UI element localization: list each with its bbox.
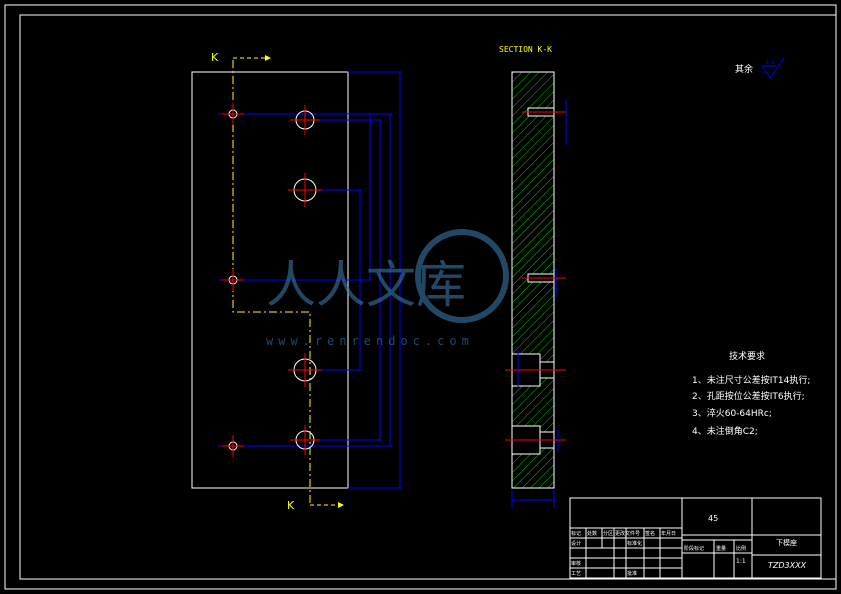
- surface-finish: 其余 3.2: [735, 57, 785, 79]
- tb-header: 处数: [587, 530, 597, 537]
- section-view: SECTION K-K: [499, 45, 567, 508]
- tb-header: 更改文件号: [615, 530, 640, 537]
- tech-requirement-item: 2、孔距按位公差按IT6执行;: [692, 390, 805, 402]
- watermark: 人人文库 www.renrendoc.com: [266, 229, 509, 348]
- tb-header: 年月日: [661, 530, 676, 537]
- tb-scale: 1:1: [736, 558, 746, 565]
- dimension-lines: [359, 72, 401, 488]
- surface-finish-value: 3.2: [765, 59, 775, 66]
- section-centerlines: [505, 111, 566, 441]
- tb-header: 签名: [645, 530, 655, 537]
- tb-stage-mark: 阶段标记: [684, 545, 704, 552]
- tb-standardize: 标准化: [627, 540, 642, 547]
- title-block-text: 标记 处数 分区 更改文件号 签名 年月日 设计 审核 工艺 标准化 批准 阶段…: [571, 530, 746, 577]
- tb-approve: 批准: [627, 570, 637, 577]
- cut-arrow-bottom-head: [338, 502, 344, 508]
- tb-weight: 重量: [716, 545, 726, 552]
- tb-scale-label: 比例: [736, 545, 746, 552]
- tech-requirements-title: 技术要求: [729, 350, 765, 362]
- roughness-symbol-icon: [761, 57, 785, 79]
- cut-label-bottom: K: [287, 499, 295, 512]
- tech-requirement-item: 1、未注尺寸公差按IT14执行;: [692, 374, 810, 386]
- surface-finish-label: 其余: [735, 63, 753, 75]
- tb-row-label: 工艺: [571, 571, 581, 577]
- tb-header: 分区: [603, 530, 613, 537]
- centerlines: [222, 103, 322, 457]
- tb-row-label: 设计: [571, 540, 581, 547]
- cut-arrow-top-head: [265, 55, 271, 61]
- cut-label-top: K: [211, 51, 219, 64]
- tb-header: 标记: [571, 530, 581, 537]
- tech-requirements: 技术要求 1、未注尺寸公差按IT14执行; 2、孔距按位公差按IT6执行; 3、…: [692, 350, 810, 437]
- section-dimensions: [511, 100, 567, 508]
- inner-frame: [19, 14, 837, 580]
- watermark-logo: [415, 229, 509, 323]
- title-block: [569, 497, 822, 579]
- watermark-text: 人人文库: [266, 256, 466, 314]
- front-view: K K: [191, 51, 402, 512]
- section-title: SECTION K-K: [499, 45, 552, 54]
- cutting-plane-line: [232, 60, 311, 505]
- tb-part-name: 下模座: [776, 538, 797, 547]
- tech-requirement-item: 4、未注倒角C2;: [692, 425, 758, 437]
- tech-requirement-item: 3、淬火60-64HRc;: [692, 407, 772, 419]
- tb-drawing-no: TZD3XXX: [768, 561, 807, 570]
- watermark-url: www.renrendoc.com: [266, 334, 474, 348]
- tb-material: 45: [708, 514, 718, 523]
- tb-row-label: 审核: [571, 560, 581, 567]
